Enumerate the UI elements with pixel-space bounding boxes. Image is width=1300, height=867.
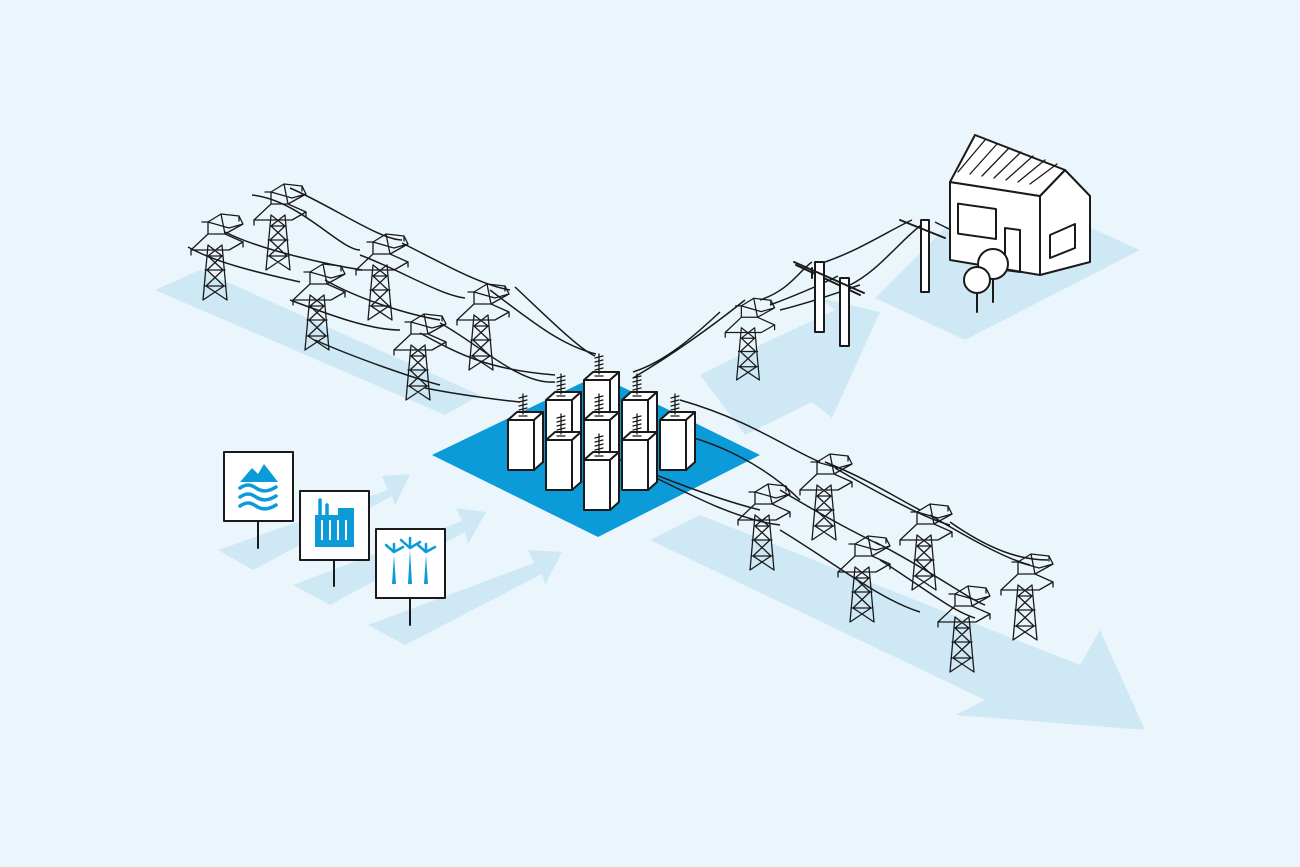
energy-source-signs <box>223 451 446 626</box>
distribution-pole <box>793 261 865 347</box>
arrow-north-corridor <box>700 298 880 435</box>
wind-sign <box>375 528 446 626</box>
wind-turbines-icon <box>384 536 437 584</box>
tree-icon <box>963 266 991 294</box>
house <box>949 134 1091 313</box>
distribution-pole <box>899 219 946 293</box>
factory-icon <box>315 498 354 547</box>
power-lines <box>187 187 1049 619</box>
factory-sign <box>299 490 370 587</box>
arrow-source-3 <box>368 550 562 645</box>
distribution-line-north <box>724 219 946 381</box>
arrow-east-corridor <box>650 515 1145 730</box>
hydro-icon <box>238 464 278 511</box>
hydro-sign <box>223 451 294 549</box>
